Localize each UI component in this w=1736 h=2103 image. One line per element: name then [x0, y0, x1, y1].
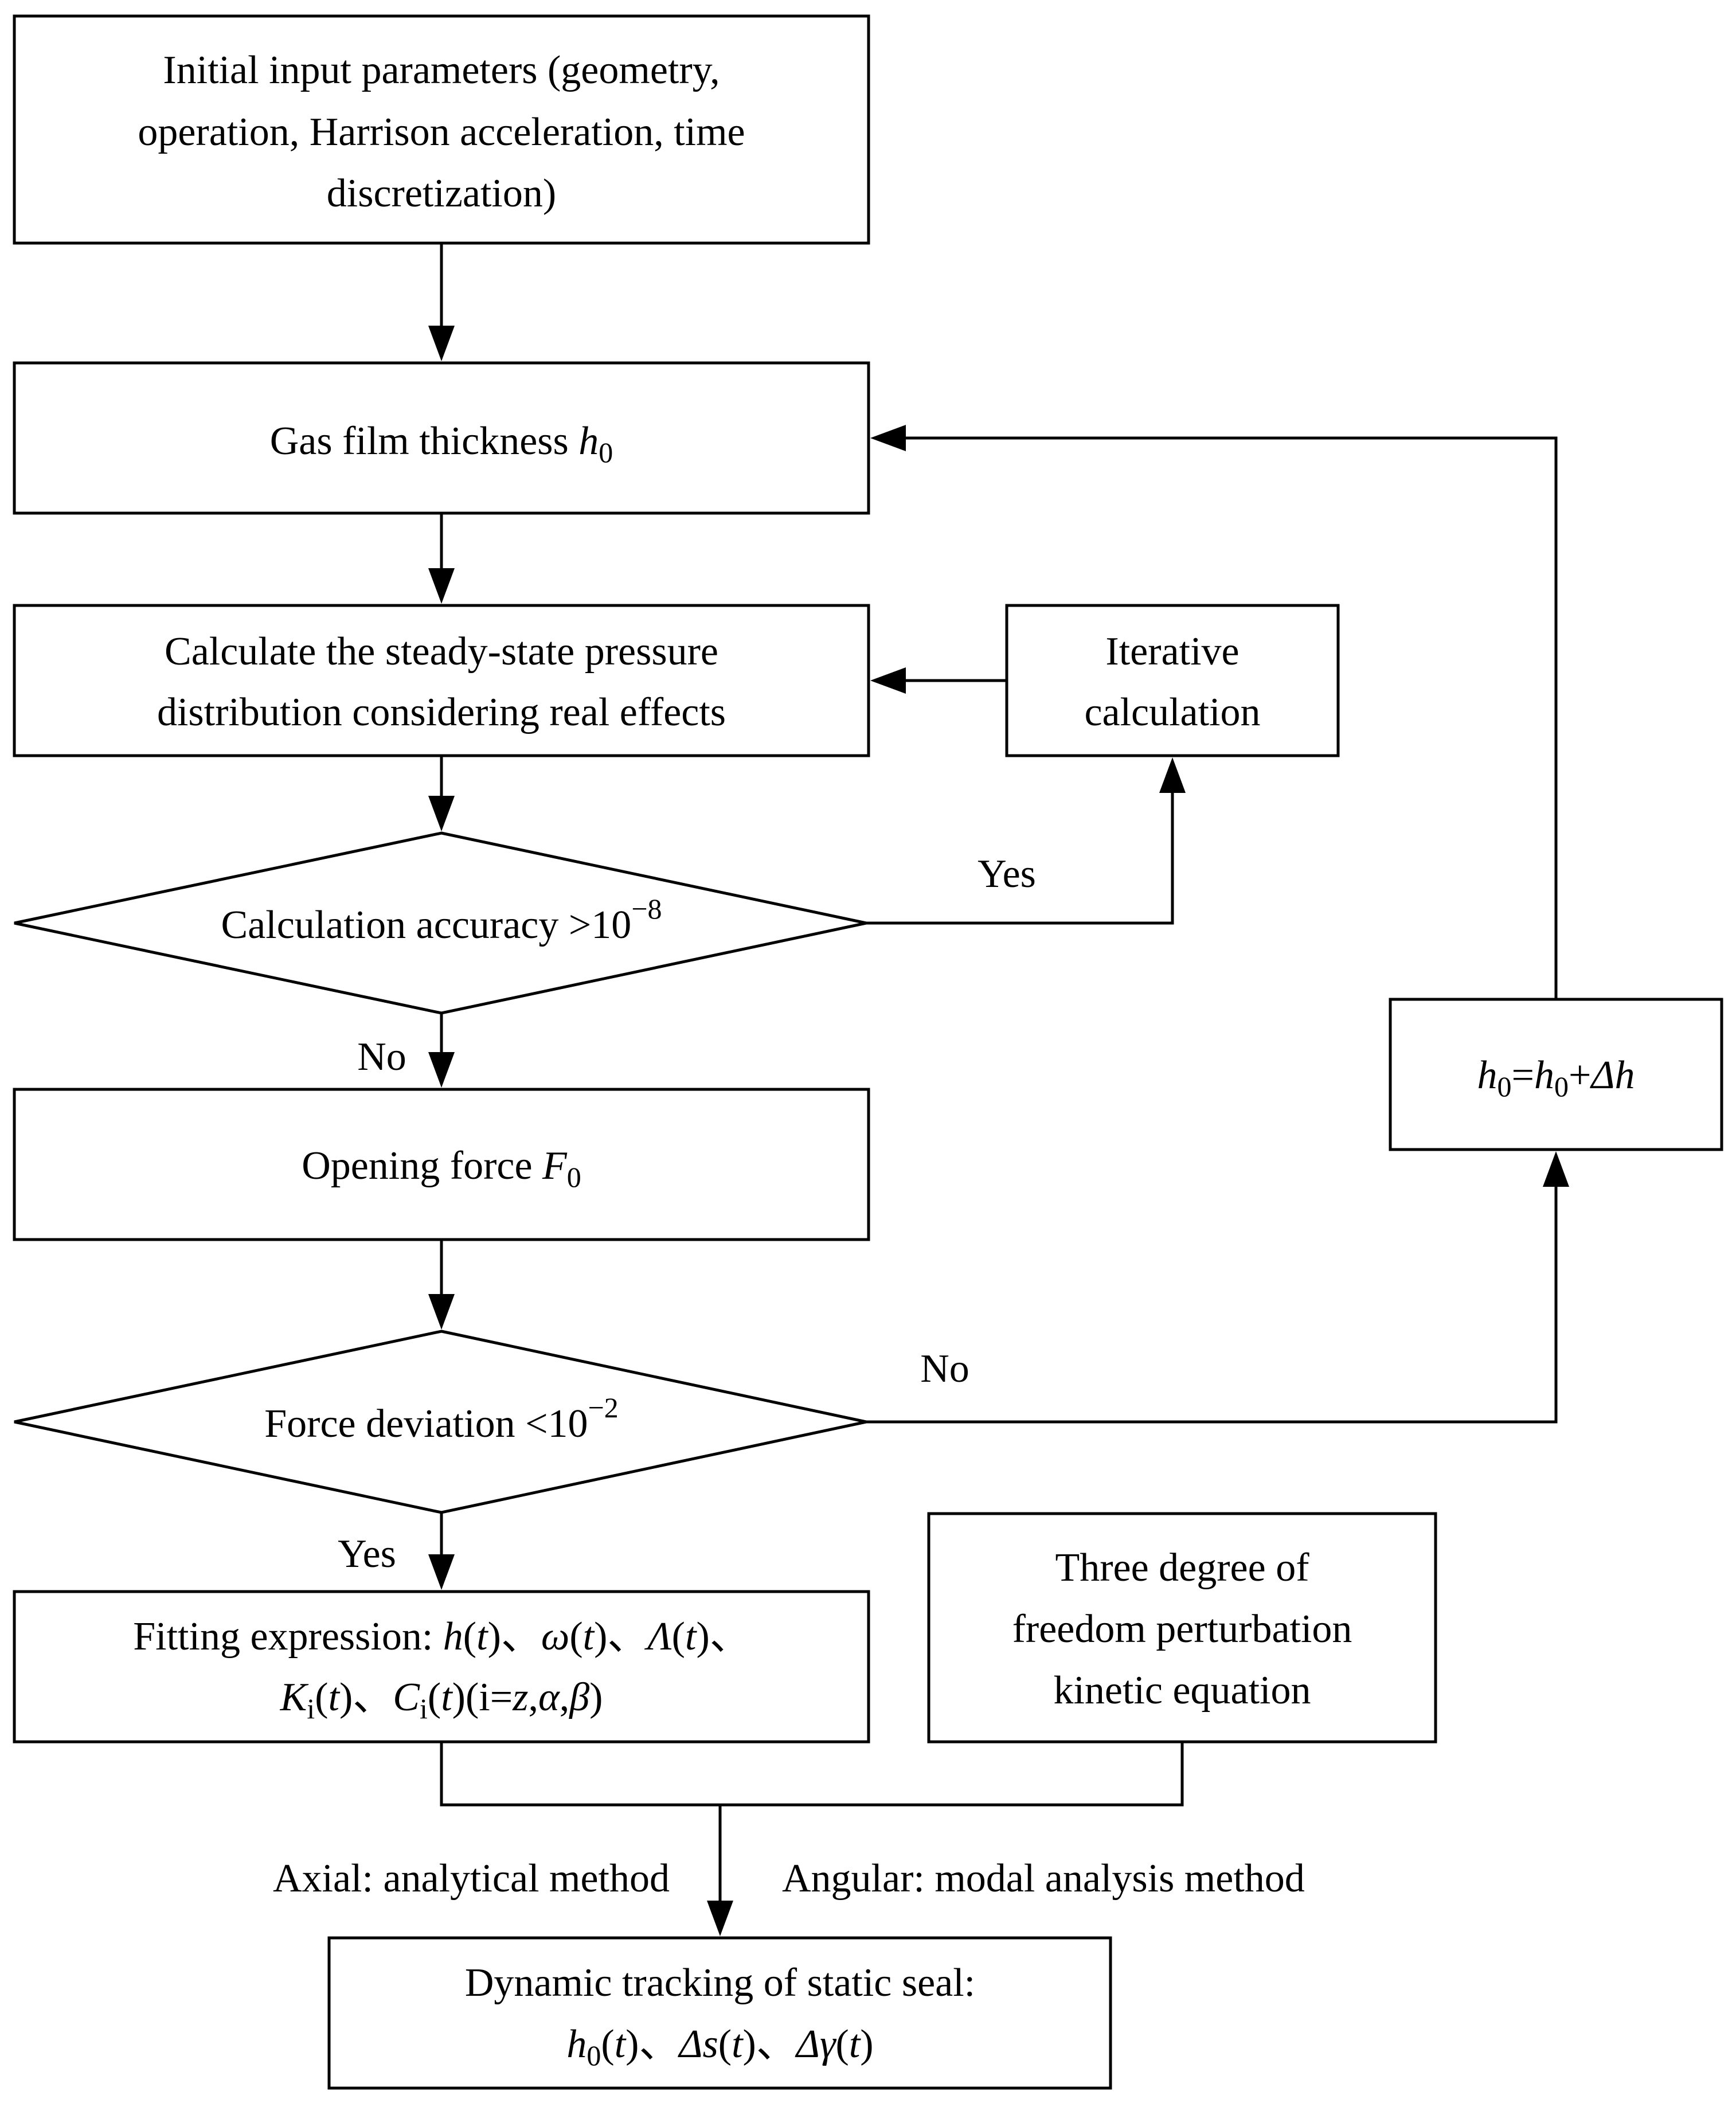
arrow-accuracy-to-iterative — [866, 757, 1186, 925]
node-iterative-calculation: Iterative calculation — [1005, 604, 1340, 757]
node-accuracy-decision: Calculation accuracy >10−8 — [14, 831, 867, 1015]
accuracy-decision-label: Calculation accuracy >10−8 — [221, 893, 662, 947]
arrow-update-to-film — [870, 425, 1558, 999]
arrow-film-to-pressure — [428, 513, 455, 604]
arrow-pressure-to-accuracy — [428, 756, 455, 831]
opening-force-label: Opening force F0 — [302, 1144, 581, 1193]
arrow-iterative-to-pressure — [870, 667, 1007, 694]
label-angular-method: Angular: modal analysis method — [782, 1856, 1305, 1901]
kinetic-equation-line-3: kinetic equation — [1053, 1668, 1311, 1713]
arrow-opening-to-deviation — [428, 1240, 455, 1330]
kinetic-equation-line-2: freedom perturbation — [1012, 1607, 1352, 1651]
fitting-expression-line-1: Fitting expression: h(t)、ω(t)、Λ(t)、 — [133, 1615, 750, 1659]
arrow-merge-to-tracking — [440, 1742, 1184, 1936]
pressure-distribution-line-2: distribution considering real effects — [157, 690, 726, 734]
iterative-calculation-line-1: Iterative — [1105, 630, 1239, 674]
label-accuracy-no: No — [357, 1035, 406, 1079]
arrow-deviation-to-update — [866, 1151, 1569, 1424]
label-deviation-no: No — [920, 1347, 969, 1391]
iterative-calculation-line-2: calculation — [1084, 690, 1260, 734]
node-h0-update: h0=h0+Δh — [1389, 998, 1723, 1151]
kinetic-equation-line-1: Three degree of — [1055, 1546, 1309, 1590]
node-fitting-expression: Fitting expression: h(t)、ω(t)、Λ(t)、 Ki(t… — [13, 1590, 870, 1744]
label-deviation-yes: Yes — [338, 1532, 396, 1576]
node-dynamic-tracking: Dynamic tracking of static seal: h0(t)、Δ… — [327, 1936, 1112, 2090]
node-kinetic-equation: Three degree of freedom perturbation kin… — [927, 1512, 1437, 1744]
arrow-deviation-to-fitting — [428, 1512, 455, 1590]
node-pressure-distribution: Calculate the steady-state pressure dist… — [13, 604, 870, 757]
arrow-accuracy-to-opening — [428, 1013, 455, 1088]
h0-update-label: h0=h0+Δh — [1477, 1053, 1635, 1103]
force-deviation-label: Force deviation <10−2 — [264, 1391, 619, 1446]
label-axial-method: Axial: analytical method — [273, 1856, 670, 1901]
node-force-deviation-decision: Force deviation <10−2 — [14, 1330, 867, 1514]
label-accuracy-yes: Yes — [978, 852, 1036, 896]
gas-film-thickness-label: Gas film thickness h0 — [270, 419, 613, 468]
pressure-distribution-line-1: Calculate the steady-state pressure — [165, 630, 718, 674]
initial-inputs-line-3: discretization) — [327, 171, 556, 216]
node-initial-inputs: Initial input parameters (geometry, oper… — [13, 14, 870, 245]
fitting-expression-line-2: Ki(t)、Ci(t)(i=z,α,β) — [280, 1675, 603, 1725]
dynamic-tracking-line-1: Dynamic tracking of static seal: — [465, 1961, 975, 2005]
dynamic-tracking-line-2: h0(t)、Δs(t)、Δγ(t) — [566, 2022, 873, 2071]
node-gas-film-thickness: Gas film thickness h0 — [13, 361, 870, 515]
initial-inputs-line-2: operation, Harrison acceleration, time — [138, 110, 745, 154]
arrow-inputs-to-film — [428, 243, 455, 361]
node-opening-force: Opening force F0 — [13, 1088, 870, 1241]
initial-inputs-line-1: Initial input parameters (geometry, — [163, 48, 720, 92]
